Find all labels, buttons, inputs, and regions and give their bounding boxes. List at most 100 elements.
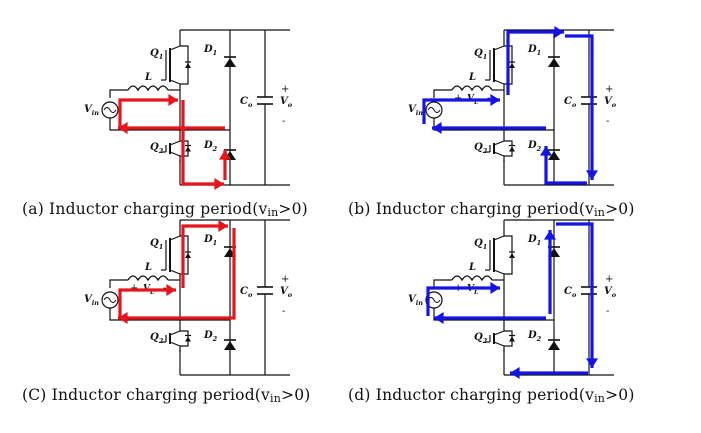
co-label: Co bbox=[240, 286, 253, 299]
arrow-head bbox=[554, 26, 564, 38]
wire bbox=[169, 341, 181, 352]
vl-label: VL bbox=[467, 284, 478, 296]
vo-label: Vo bbox=[280, 286, 293, 299]
arrow-head bbox=[490, 94, 500, 106]
l-label: L bbox=[144, 262, 152, 273]
current-path bbox=[506, 30, 564, 95]
wire bbox=[493, 230, 505, 241]
vo-label: Vo bbox=[604, 96, 617, 109]
arrow-head bbox=[118, 122, 128, 134]
current-path bbox=[181, 224, 228, 288]
caption-c-sub: in bbox=[270, 392, 282, 405]
vo-plus: + bbox=[281, 84, 289, 95]
d1-diode bbox=[548, 58, 560, 67]
arrow-head bbox=[540, 146, 552, 156]
q2-diode bbox=[509, 336, 515, 342]
wire bbox=[493, 79, 505, 90]
wire bbox=[169, 151, 181, 162]
q2-diode bbox=[509, 146, 515, 152]
vo-minus: - bbox=[282, 306, 285, 317]
wire bbox=[109, 308, 230, 321]
wire bbox=[169, 135, 181, 146]
arrow-head bbox=[434, 312, 444, 324]
d1-diode bbox=[224, 58, 236, 67]
arrow-head bbox=[586, 358, 598, 368]
d1-label: D1 bbox=[527, 44, 541, 57]
vo-minus: - bbox=[606, 306, 609, 317]
arrow-head bbox=[544, 230, 556, 240]
d2-diode bbox=[548, 341, 560, 350]
wire bbox=[433, 308, 554, 321]
q1-label: Q1 bbox=[150, 48, 163, 61]
caption-b-sub: in bbox=[594, 206, 606, 219]
wire bbox=[169, 325, 181, 336]
wire bbox=[504, 235, 513, 275]
wire bbox=[169, 79, 181, 90]
d2-diode bbox=[224, 341, 236, 350]
q2-diode bbox=[185, 146, 191, 152]
l-label: L bbox=[468, 72, 476, 83]
caption-d-suffix: >0) bbox=[605, 386, 635, 404]
current-path bbox=[556, 222, 594, 368]
ac-symbol bbox=[103, 297, 117, 303]
wire bbox=[433, 279, 452, 288]
co-label: Co bbox=[564, 96, 577, 109]
caption-c-suffix: >0) bbox=[281, 386, 311, 404]
vo-plus: + bbox=[605, 274, 613, 285]
wire bbox=[493, 325, 505, 336]
current-path bbox=[181, 100, 224, 186]
d1-label: D1 bbox=[527, 234, 541, 247]
caption-b: (b) Inductor charging period(vin>0) bbox=[348, 200, 635, 219]
co-label: Co bbox=[240, 96, 253, 109]
d2-label: D2 bbox=[203, 330, 218, 343]
inductor bbox=[451, 275, 493, 282]
caption-b-prefix: (b) Inductor charging period(v bbox=[348, 200, 595, 218]
d2-label: D2 bbox=[527, 140, 542, 153]
arrow-head bbox=[219, 150, 231, 160]
caption-a-sub: in bbox=[267, 206, 279, 219]
arrow-head bbox=[432, 122, 442, 134]
caption-d-prefix: (d) Inductor charging period(v bbox=[348, 386, 595, 404]
d1-label: D1 bbox=[203, 234, 217, 247]
arrow-head bbox=[586, 170, 598, 180]
vo-label: Vo bbox=[280, 96, 293, 109]
vo-plus: + bbox=[281, 274, 289, 285]
q1-label: Q1 bbox=[474, 238, 487, 251]
wire bbox=[169, 230, 181, 241]
caption-d-sub: in bbox=[594, 392, 606, 405]
caption-d: (d) Inductor charging period(vin>0) bbox=[348, 386, 635, 405]
caption-a-prefix: (a) Inductor charging period(v bbox=[22, 200, 268, 218]
vin-label: Vin bbox=[84, 294, 99, 307]
inductor bbox=[127, 85, 169, 92]
q1-diode bbox=[185, 253, 191, 258]
d1-label: D1 bbox=[203, 44, 217, 57]
d2-label: D2 bbox=[203, 140, 218, 153]
q2-label: Q2 bbox=[474, 332, 488, 345]
q1-diode bbox=[509, 253, 515, 258]
current-path bbox=[544, 146, 587, 185]
ac-symbol bbox=[103, 107, 117, 113]
wire bbox=[493, 40, 505, 51]
arrow-head bbox=[168, 94, 178, 106]
caption-c-prefix: (C) Inductor charging period(v bbox=[22, 386, 271, 404]
arrow-head bbox=[118, 312, 128, 324]
vin-label: Vin bbox=[408, 104, 423, 117]
d2-diode bbox=[548, 151, 560, 160]
wire bbox=[169, 269, 181, 280]
caption-a: (a) Inductor charging period(vin>0) bbox=[22, 200, 308, 219]
vo-minus: - bbox=[282, 116, 285, 127]
wire bbox=[504, 140, 513, 157]
wire bbox=[493, 151, 505, 162]
wire bbox=[504, 330, 513, 347]
q2-label: Q2 bbox=[150, 142, 164, 155]
q1-diode bbox=[185, 63, 191, 68]
ac-symbol bbox=[427, 107, 441, 113]
vin-label: Vin bbox=[84, 104, 99, 117]
arrow-head bbox=[510, 367, 520, 379]
wire bbox=[433, 89, 452, 98]
l-label: L bbox=[468, 262, 476, 273]
